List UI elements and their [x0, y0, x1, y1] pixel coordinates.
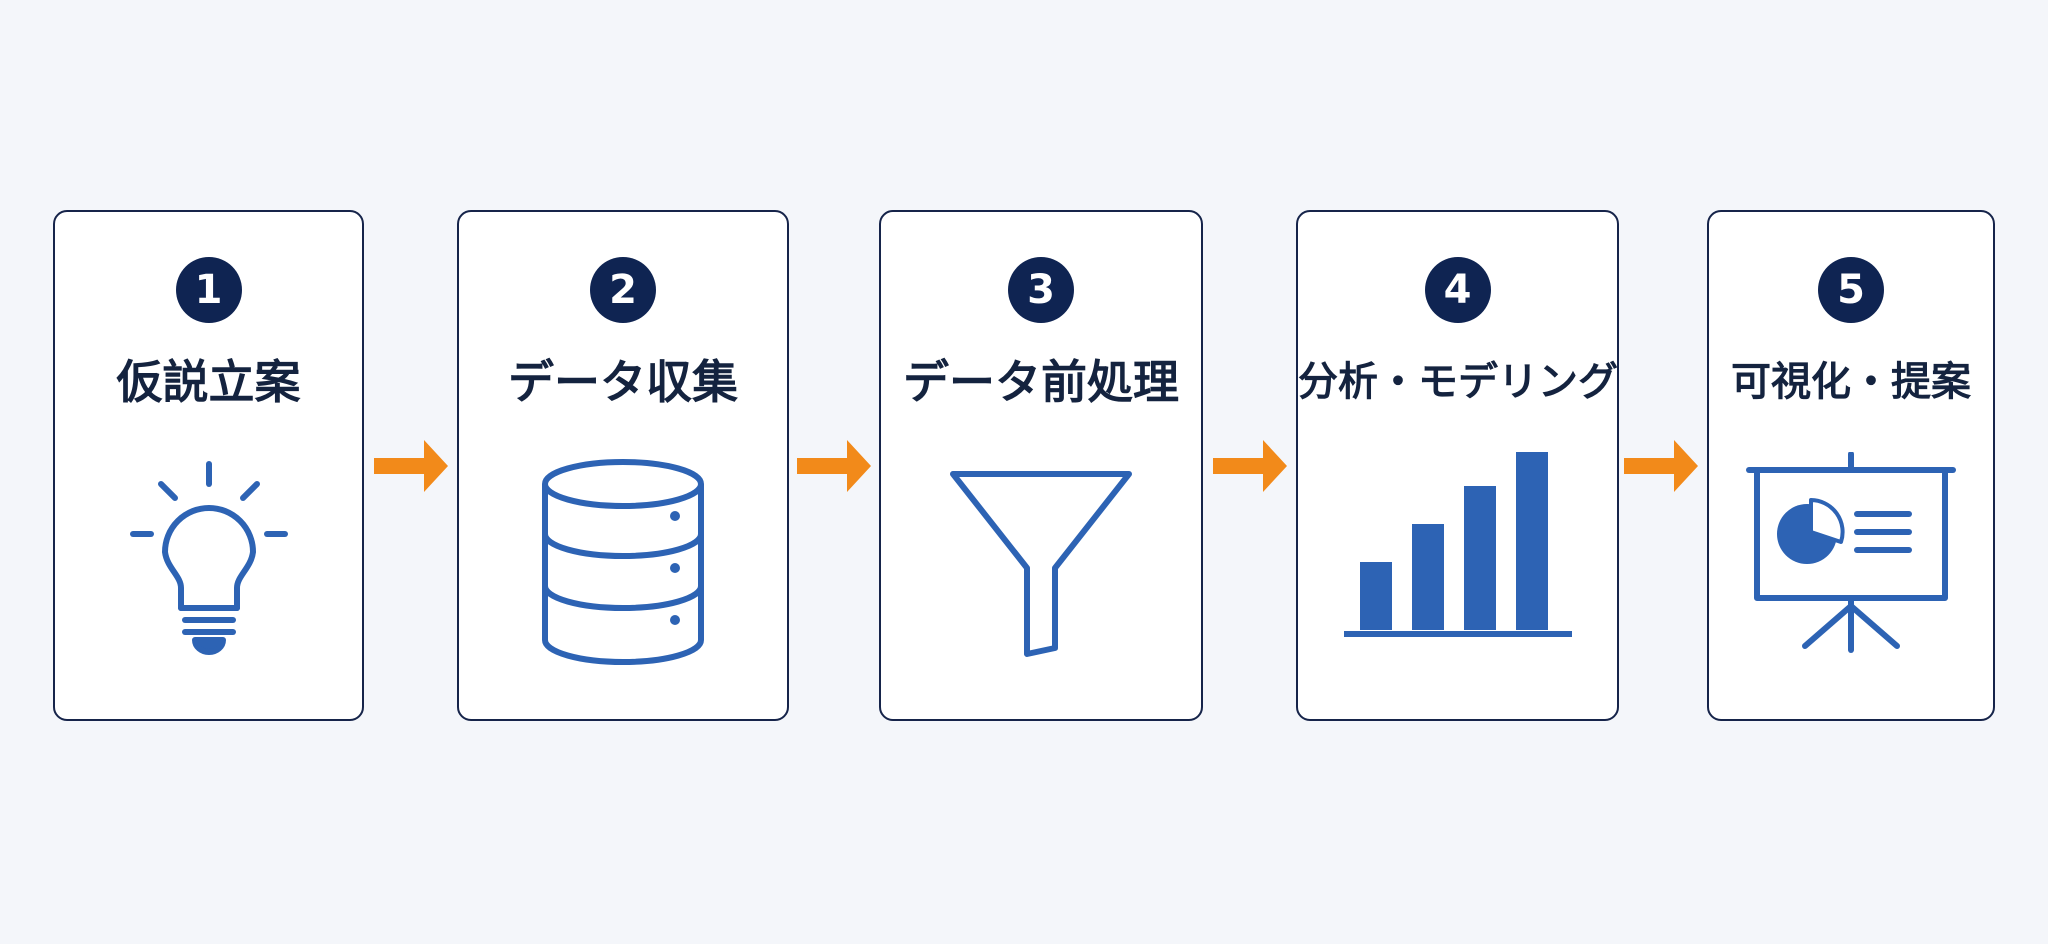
arrow-right-icon [1624, 440, 1698, 492]
step-card-preprocessing: 3 データ前処理 [879, 210, 1203, 721]
lightbulb-icon [55, 452, 362, 692]
arrow-right-icon [1213, 440, 1287, 492]
step-title: 分析・モデリング [1298, 359, 1618, 405]
step-title: データ前処理 [903, 355, 1179, 409]
arrow-right-icon [797, 440, 871, 492]
arrow-right-icon [374, 440, 448, 492]
step-number-badge: 4 [1424, 257, 1491, 323]
funnel-icon [881, 452, 1201, 692]
step-number-badge: 5 [1818, 257, 1884, 323]
step-number-badge: 1 [175, 257, 242, 323]
step-number-badge: 2 [590, 257, 656, 323]
step-title: データ収集 [508, 355, 738, 409]
step-title: 可視化・提案 [1731, 359, 1971, 405]
step-title: 仮説立案 [116, 355, 301, 409]
presentation-board-icon [1709, 452, 1993, 692]
step-card-modeling: 4 分析・モデリング [1296, 210, 1619, 721]
step-number-badge: 3 [1008, 257, 1074, 323]
step-card-data-collection: 2 データ収集 [457, 210, 789, 721]
step-card-hypothesis: 1 仮説立案 [53, 210, 364, 721]
bar-chart-icon [1298, 452, 1617, 692]
database-icon [459, 452, 787, 692]
step-card-visualization: 5 可視化・提案 [1707, 210, 1995, 721]
